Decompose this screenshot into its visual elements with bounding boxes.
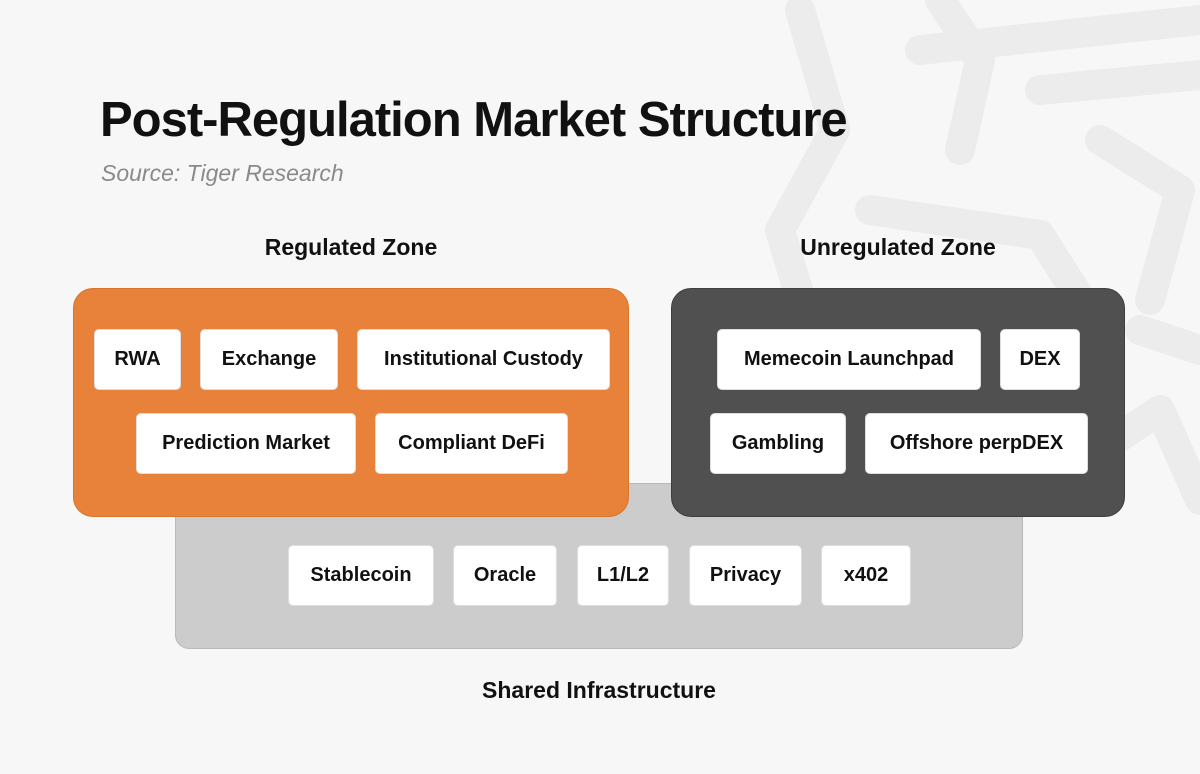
infra-item-privacy: Privacy — [689, 545, 802, 606]
regulated-zone-panel: RWA Exchange Institutional Custody Predi… — [73, 288, 629, 517]
diagram-title: Post-Regulation Market Structure — [100, 93, 848, 147]
unregulated-zone-panel: Memecoin Launchpad DEX Gambling Offshore… — [671, 288, 1125, 517]
regulated-zone-heading: Regulated Zone — [264, 234, 438, 260]
infra-item-l1-l2: L1/L2 — [577, 545, 669, 606]
unregulated-item-offshore-perpdex: Offshore perpDEX — [865, 413, 1088, 474]
regulated-item-institutional-custody: Institutional Custody — [357, 329, 610, 390]
infra-item-oracle: Oracle — [453, 545, 557, 606]
source-caption: Source: Tiger Research — [101, 160, 344, 186]
infra-item-x402: x402 — [821, 545, 911, 606]
regulated-item-rwa: RWA — [94, 329, 181, 390]
regulated-item-exchange: Exchange — [200, 329, 338, 390]
unregulated-item-gambling: Gambling — [710, 413, 846, 474]
unregulated-item-memecoin-launchpad: Memecoin Launchpad — [717, 329, 981, 390]
shared-infrastructure-label: Shared Infrastructure — [482, 677, 716, 703]
unregulated-zone-heading: Unregulated Zone — [800, 234, 996, 260]
regulated-item-compliant-defi: Compliant DeFi — [375, 413, 568, 474]
infra-item-stablecoin: Stablecoin — [288, 545, 434, 606]
unregulated-item-dex: DEX — [1000, 329, 1080, 390]
regulated-item-prediction-market: Prediction Market — [136, 413, 356, 474]
